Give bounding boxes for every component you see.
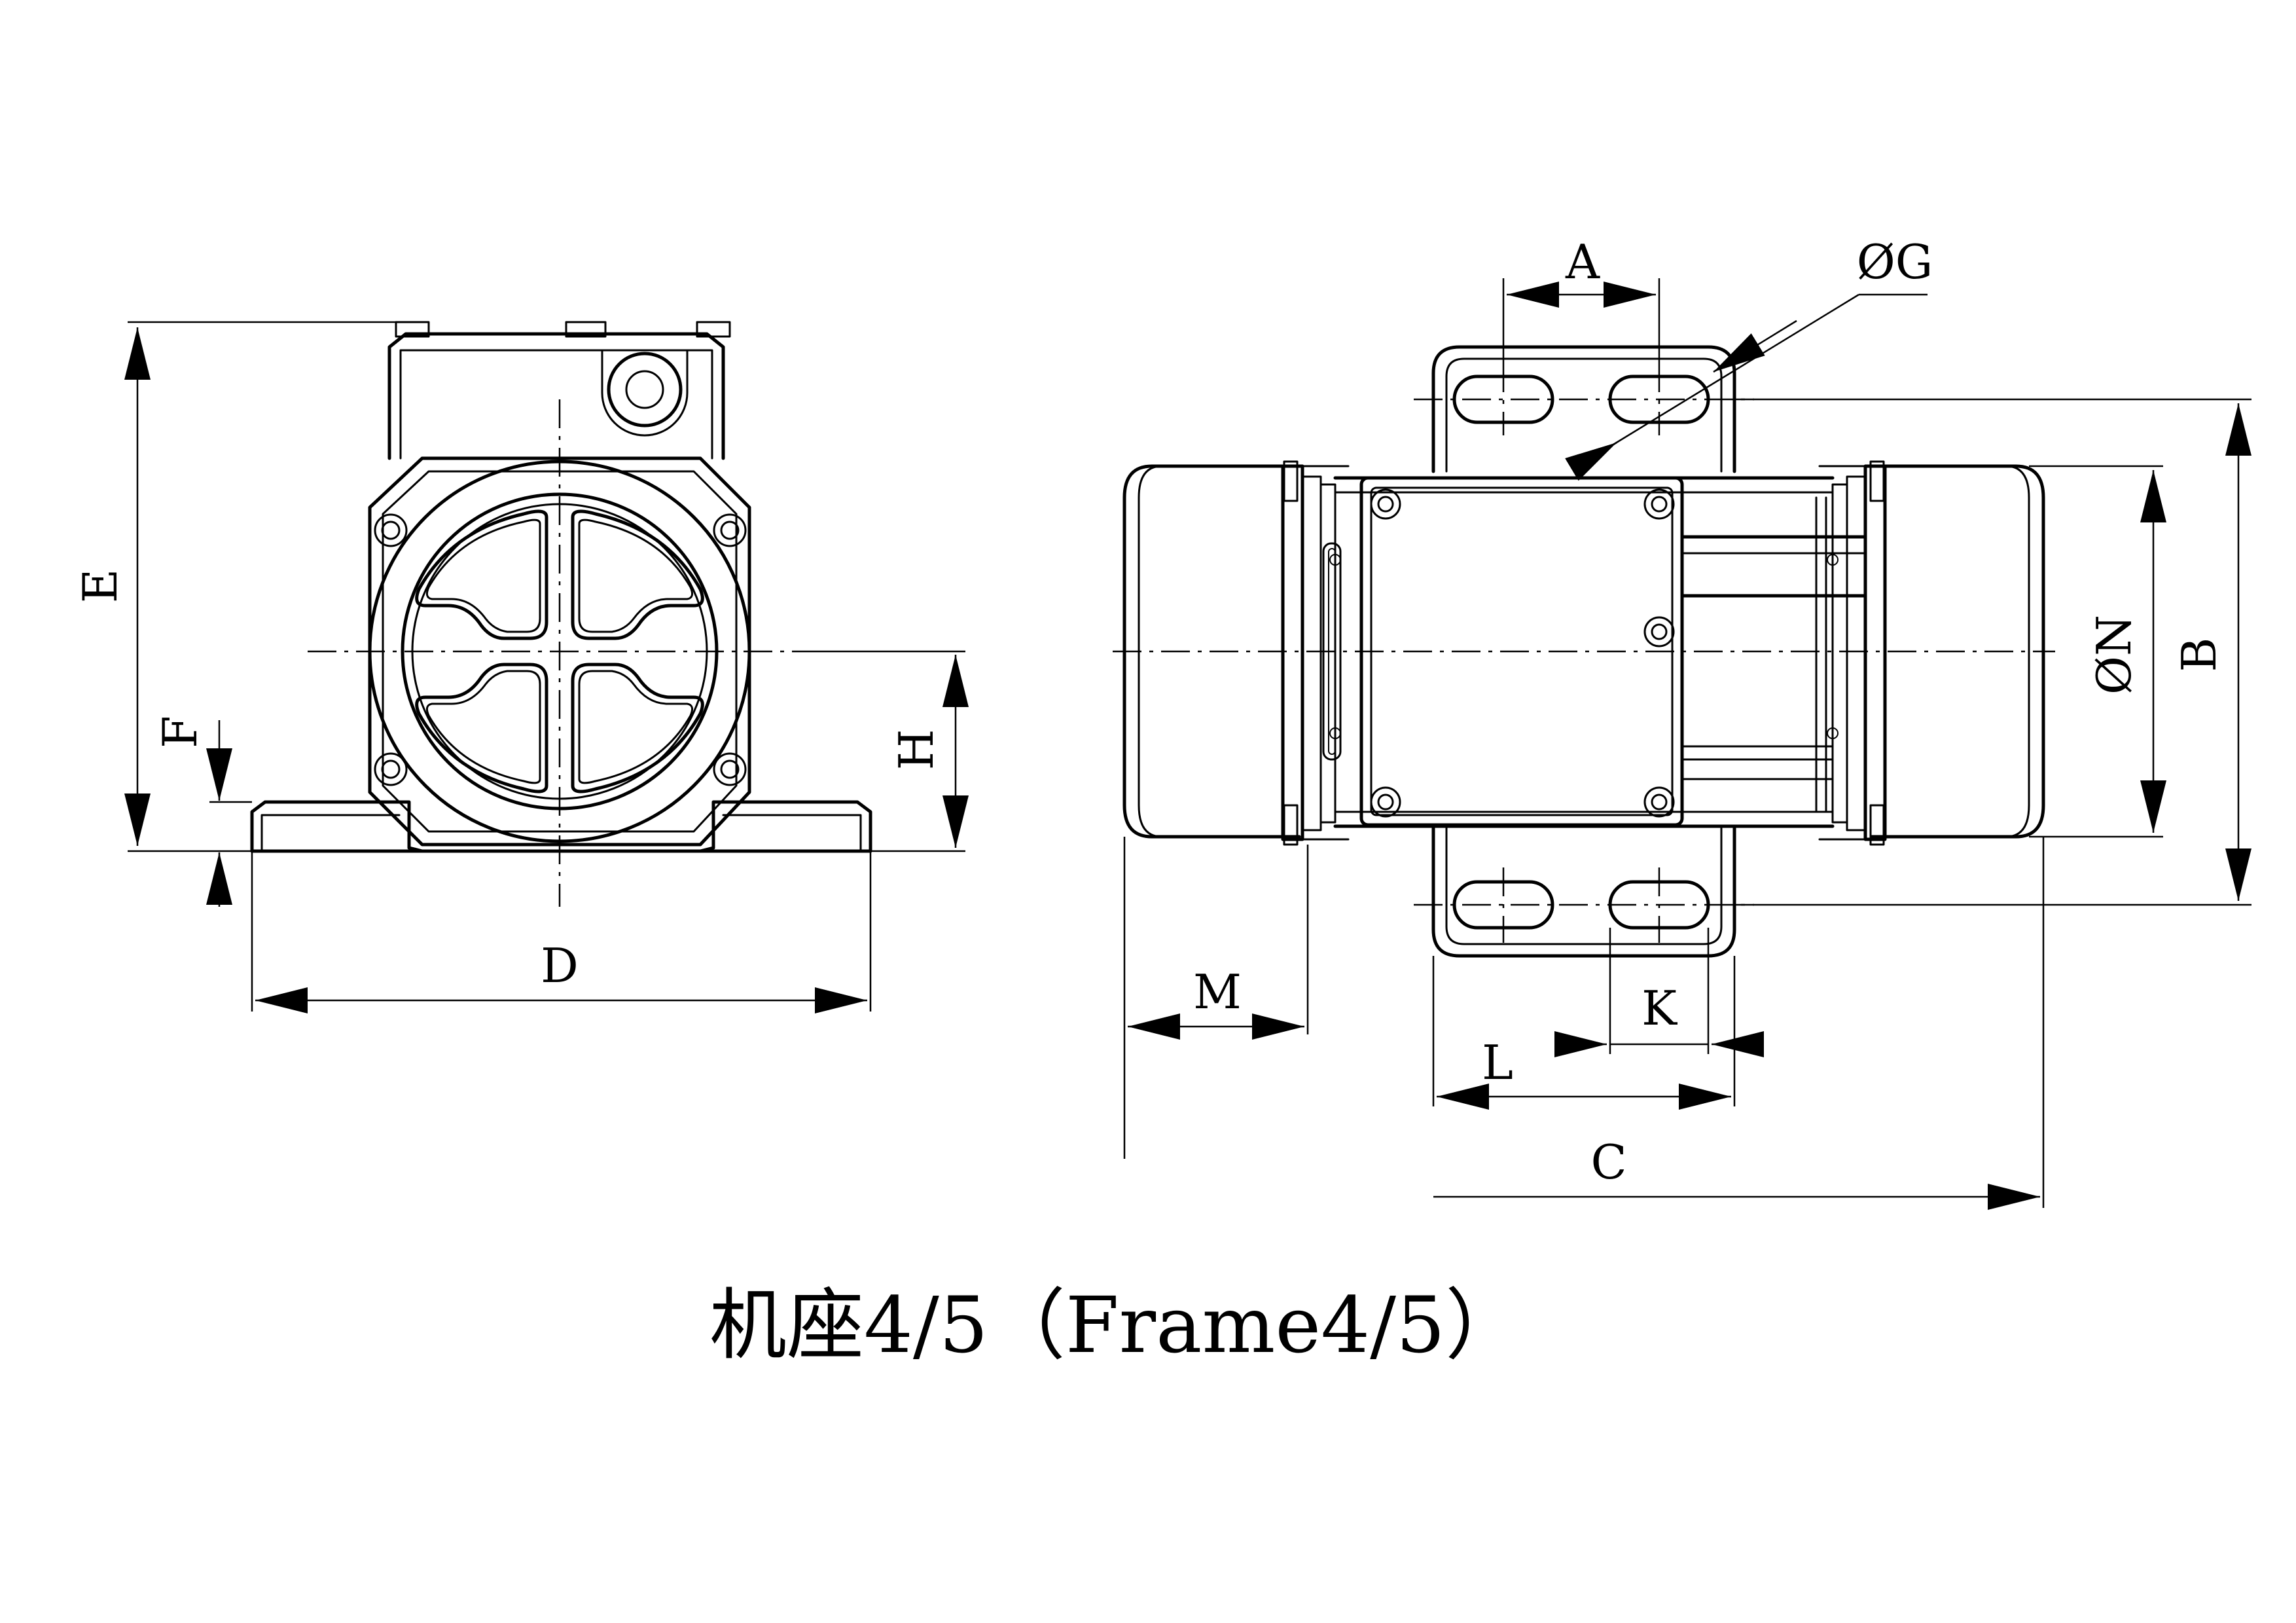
side-eccentric-housing (1680, 496, 1867, 813)
dimension-label-n: ØN (2087, 615, 2142, 695)
front-top-bracket (387, 321, 731, 460)
side-lower-foot (1414, 826, 1754, 958)
front-dimensions: E F H D (73, 321, 969, 1013)
front-base-feet (250, 800, 872, 853)
front-corner-screws (374, 513, 747, 786)
side-upper-foot (1414, 345, 1754, 473)
dimension-label-a: A (1565, 234, 1600, 289)
dimension-label-f: F (152, 716, 207, 748)
dimension-label-c: C (1590, 1135, 1626, 1190)
dimension-label-k: K (1641, 981, 1677, 1036)
dimension-label-h: H (889, 729, 944, 771)
side-view (1113, 345, 2055, 958)
dimension-label-b: B (2172, 638, 2227, 672)
dimension-label-e: E (73, 569, 128, 604)
dimension-label-m: M (1193, 964, 1242, 1019)
drawing-caption: 机座4/5（Frame4/5） (709, 1280, 1522, 1370)
side-flanges (1281, 460, 1887, 846)
front-view (250, 321, 872, 907)
dimension-label-l: L (1482, 1035, 1513, 1090)
side-dimensions: A ØG ØN B M K L (1123, 234, 2251, 1210)
dimension-label-g: ØG (1857, 234, 1933, 289)
dimension-label-d: D (541, 938, 579, 993)
front-fan-cover (415, 509, 704, 793)
